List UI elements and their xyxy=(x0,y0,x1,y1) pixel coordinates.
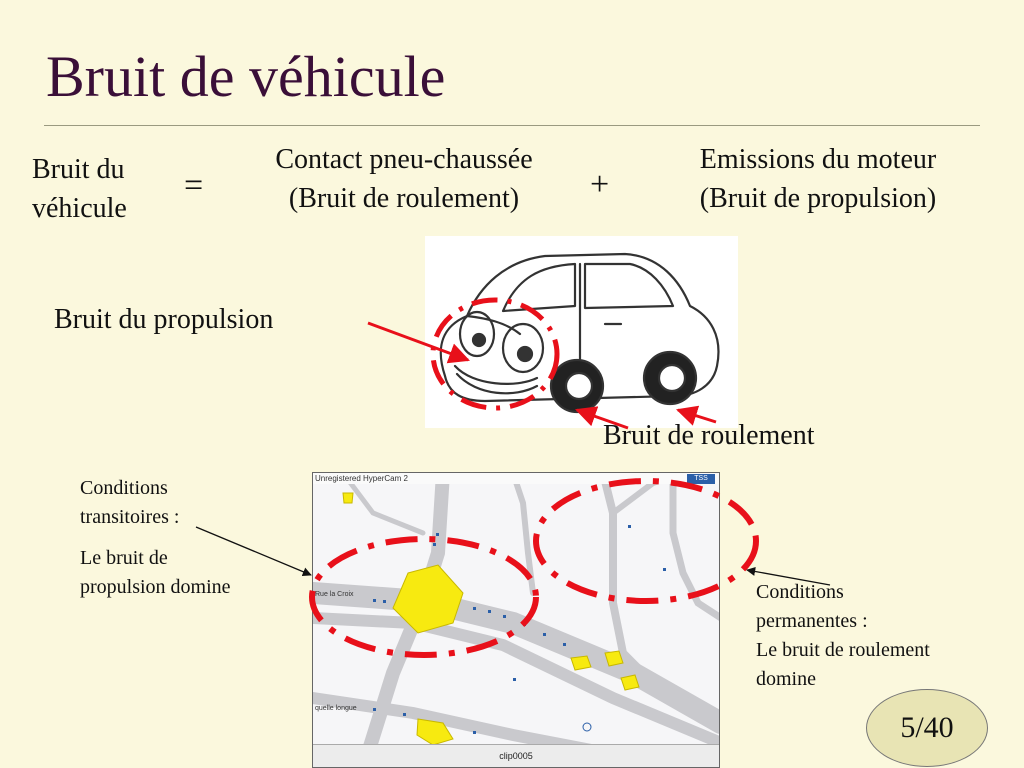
steady-line3: Le bruit de roulement xyxy=(756,639,930,661)
road-label-1: Rue la Croix xyxy=(315,591,354,598)
steady-line2: permanentes : xyxy=(756,610,868,632)
car-illustration xyxy=(425,236,738,428)
equation-term-rolling: Contact pneu-chaussée (Bruit de roulemen… xyxy=(222,140,586,218)
equation-term-engine: Emissions du moteur (Bruit de propulsion… xyxy=(640,140,996,218)
title-divider xyxy=(44,125,980,126)
equation-lhs: Bruit du véhicule xyxy=(32,150,127,228)
term-rolling-line2: (Bruit de roulement) xyxy=(288,183,520,215)
transient-line2: transitoires : xyxy=(80,506,180,528)
transient-line4: propulsion domine xyxy=(80,576,231,598)
page-number-badge: 5/40 xyxy=(866,689,988,767)
map-icon xyxy=(313,473,719,767)
label-rolling-noise: Bruit de roulement xyxy=(603,420,815,451)
equation-lhs-line1: Bruit du xyxy=(32,154,125,185)
steady-line1: Conditions xyxy=(756,581,844,603)
map-window-header: Unregistered HyperCam 2 xyxy=(313,473,719,484)
road-label-2: quelle longue xyxy=(315,705,357,712)
slide-title: Bruit de véhicule xyxy=(46,44,446,109)
map-tag-badge: TSS xyxy=(687,474,715,484)
equals-sign: = xyxy=(184,167,204,204)
term-engine-line1: Emissions du moteur xyxy=(699,144,937,175)
term-engine-line2: (Bruit de propulsion) xyxy=(699,183,937,215)
traffic-map-screenshot: Unregistered HyperCam 2 TSS Rue la Croix… xyxy=(312,472,720,768)
equation-lhs-line2: véhicule xyxy=(32,193,127,225)
term-rolling-line1: Contact pneu-chaussée xyxy=(275,144,533,175)
transient-conditions-note: Conditions transitoires : Le bruit de pr… xyxy=(80,474,231,602)
transient-line3: Le bruit de xyxy=(80,547,168,569)
steady-line4: domine xyxy=(756,668,816,690)
map-footer-caption: clip0005 xyxy=(313,744,719,767)
transient-line1: Conditions xyxy=(80,477,168,499)
plus-sign: + xyxy=(590,166,610,203)
label-propulsion-noise: Bruit du propulsion xyxy=(54,304,274,335)
car-icon xyxy=(430,252,720,414)
steady-conditions-note: Conditions permanentes : Le bruit de rou… xyxy=(756,578,930,694)
